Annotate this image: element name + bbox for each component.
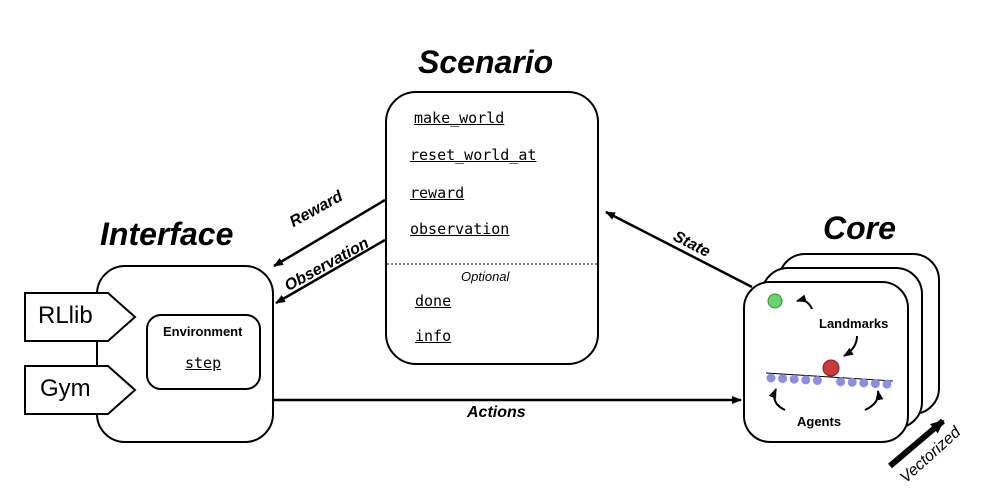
agent-dot <box>801 375 811 385</box>
agent-dot <box>812 376 822 385</box>
agents-curved-arrow-right <box>864 390 884 411</box>
agent-dot <box>778 374 788 384</box>
observation-arrow <box>275 238 386 305</box>
agent-dot <box>847 377 857 387</box>
state-arrow <box>605 210 753 289</box>
scenario-fn-done: done <box>415 292 452 310</box>
actions-arrow-label: Actions <box>467 404 526 421</box>
agent-dots <box>766 373 892 389</box>
optional-label: Optional <box>461 269 510 284</box>
rllib-wrapper-label: RLlib <box>38 302 93 329</box>
vectorized-arrow <box>888 418 945 469</box>
core-title: Core <box>823 210 896 246</box>
gym-wrapper-label: Gym <box>40 375 91 402</box>
agents-baseline <box>765 372 894 382</box>
reward-arrow <box>273 198 386 268</box>
rllib-wrapper-shape <box>24 292 137 342</box>
agent-dot <box>882 379 892 389</box>
landmark-red-dot <box>822 359 840 377</box>
landmark-green-dot <box>767 293 783 309</box>
gym-wrapper-shape <box>24 365 137 415</box>
environment-box <box>146 314 261 390</box>
scenario-title: Scenario <box>418 44 554 80</box>
agents-curved-arrow-left <box>768 388 786 411</box>
agent-dot <box>789 374 799 384</box>
step-function: step <box>185 354 222 372</box>
agent-dot <box>859 378 869 388</box>
landmark-curved-arrow-top <box>796 294 813 310</box>
agent-dot <box>870 379 880 389</box>
landmark-curved-arrow-bottom <box>843 335 858 357</box>
agent-dot <box>766 373 776 383</box>
environment-label: Environment <box>163 324 243 339</box>
landmarks-label: Landmarks <box>819 316 889 331</box>
scenario-fn-observation: observation <box>410 220 510 238</box>
agents-label: Agents <box>797 414 842 429</box>
scenario-fn-reward: reward <box>410 184 465 202</box>
scenario-box <box>385 91 599 365</box>
scenario-fn-make-world: make_world <box>414 109 505 127</box>
agent-dot <box>836 377 846 387</box>
interface-title: Interface <box>100 216 234 252</box>
scenario-fn-reset-world-at: reset_world_at <box>410 146 537 164</box>
scenario-fn-info: info <box>415 327 452 345</box>
